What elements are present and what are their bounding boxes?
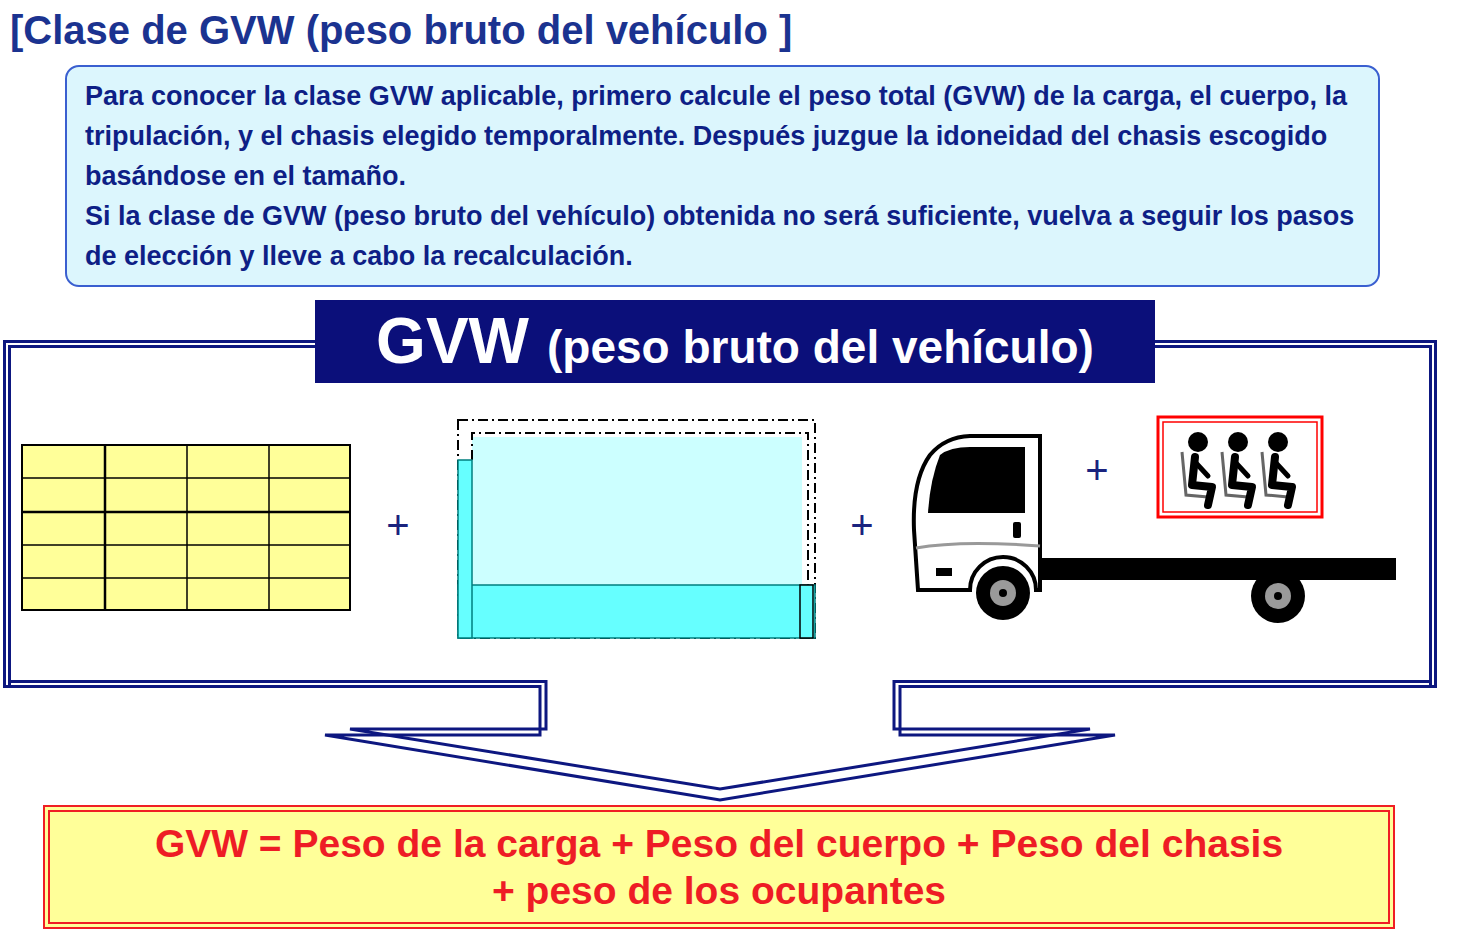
info-box: Para conocer la clase GVW aplicable, pri… [65,65,1380,287]
body-post [458,460,472,638]
person-head [1268,432,1288,452]
wheel [976,566,1030,620]
body-illustration [458,420,815,638]
person-head [1188,432,1208,452]
seated-person [1262,432,1292,505]
chassis-rail [1038,558,1396,580]
body-post [800,585,813,638]
grid-line [22,544,350,546]
wheel-nut [1274,592,1282,600]
grid-line [22,477,350,479]
grid-line [104,445,107,610]
body-space [472,437,802,585]
formula-text: GVW = Peso de la carga + Peso del cuerpo… [147,820,1292,914]
heading-band: GVW (peso bruto del vehículo) [315,300,1155,383]
wheel-hub [990,580,1016,606]
plus-sign: + [850,505,873,545]
grid-line [268,445,270,610]
body-outline [458,420,815,638]
description-text: Si la clase de GVW (peso bruto del vehíc… [85,196,1360,276]
headlight [936,568,952,576]
cargo-grid [22,445,350,610]
person-body [1192,457,1212,505]
cab-window [928,447,1025,513]
seated-person [1182,432,1212,505]
truck-chassis [914,436,1396,623]
person-body [1272,457,1292,505]
plus-sign: + [1085,450,1108,490]
heading-text: (peso bruto del vehículo) [547,321,1094,373]
person-arm [1276,463,1288,476]
page-title: [Clase de GVW (peso bruto del vehículo ] [10,6,792,54]
icon-frame [1163,422,1317,512]
grid-line [22,577,350,579]
person-head [1228,432,1248,452]
cargo-block [22,445,350,610]
funnel-arrow [5,687,1436,801]
gvw-frame: GVW(peso bruto del vehículo) [3,340,1437,688]
person-body [1232,457,1252,505]
seated-person [1222,432,1252,505]
wheel-nut [999,589,1007,597]
wheel [1251,569,1305,623]
occupants-icon [1158,417,1322,517]
body-outline [472,433,808,585]
grid-line [186,445,188,610]
truck-cab [914,436,1040,590]
formula-box: GVW = Peso de la carga + Peso del cuerpo… [43,805,1395,929]
cab-trim [916,543,1040,548]
heading-text: GVW [376,305,529,377]
description-text: Para conocer la clase GVW aplicable, pri… [85,76,1360,196]
arrow-inner-line [8,682,1432,790]
connector-group [5,682,1436,801]
icon-frame [1158,417,1322,517]
plus-sign: + [386,505,409,545]
wheel-hub [1265,583,1291,609]
door-handle [1013,522,1021,538]
grid-line [22,511,350,514]
person-arm [1196,463,1208,476]
person-arm [1236,463,1248,476]
body-floor [458,585,815,638]
